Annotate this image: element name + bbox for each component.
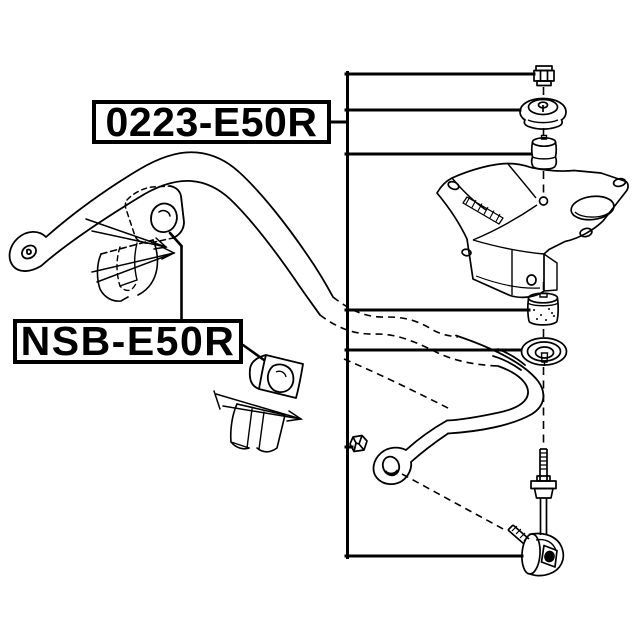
part-number-text: 0223-E50R xyxy=(105,98,318,145)
bushing-on-bar xyxy=(124,185,185,244)
retainer-washer-bottom xyxy=(520,337,568,366)
assembly-arrows-upper xyxy=(85,218,176,283)
bar-eye-right xyxy=(372,446,413,485)
bar-clamp-lower xyxy=(229,403,286,453)
part-number-label-nsb-e50r: NSB-E50R xyxy=(13,318,243,364)
nsb-bushing xyxy=(248,354,304,399)
retainer-washer-top xyxy=(519,97,567,130)
stabilizer-bar xyxy=(40,151,334,316)
link-top-nut xyxy=(533,65,555,87)
leader-lines xyxy=(329,71,536,559)
part-number-text: NSB-E50R xyxy=(20,318,236,364)
bar-eye-left xyxy=(8,230,47,272)
stabilizer-link-bushing-top xyxy=(530,134,558,170)
stabilizer-link xyxy=(507,448,565,577)
link-nut xyxy=(349,434,368,453)
part-number-label-0223-e50r: 0223-E50R xyxy=(92,98,331,145)
stabilizer-bar-hidden xyxy=(319,296,506,531)
assembly-arrow-lower xyxy=(213,390,304,422)
stabilizer-bar-right-end xyxy=(405,334,545,463)
mounting-bracket xyxy=(436,162,629,299)
stabilizer-link-bushing-bottom xyxy=(526,292,560,326)
